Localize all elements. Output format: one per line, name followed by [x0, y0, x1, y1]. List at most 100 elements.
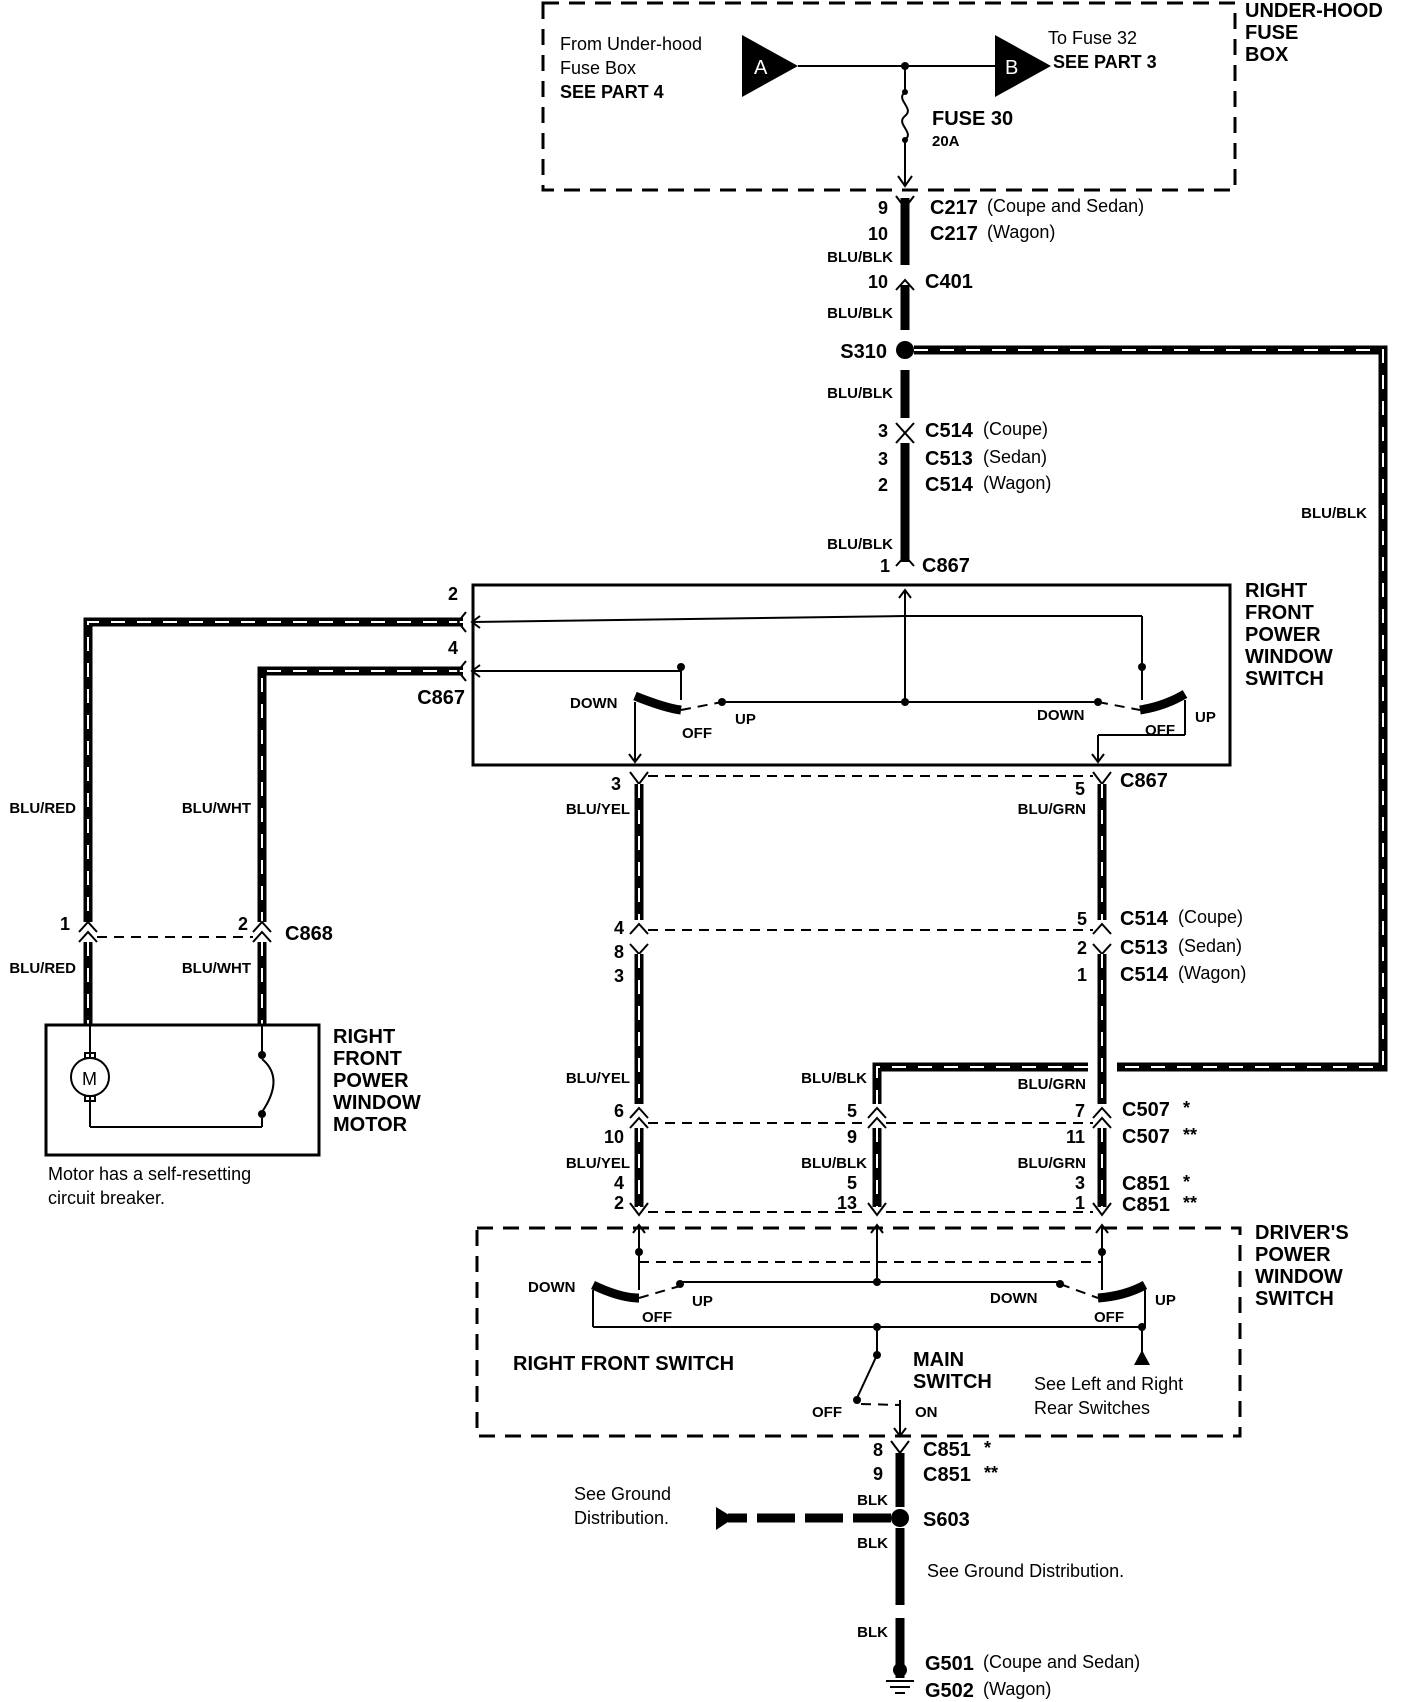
- see-rear-2: Rear Switches: [1034, 1398, 1150, 1418]
- rf-pin-4: 4: [448, 638, 458, 658]
- rf-up-left: UP: [735, 711, 756, 728]
- rf-conn-c867: C867: [417, 687, 465, 709]
- connector-a-icon: [742, 35, 798, 97]
- c401-pin: 10: [868, 272, 888, 292]
- wire-label: BLU/GRN: [1018, 801, 1086, 818]
- c507-pin: 7: [1075, 1101, 1085, 1121]
- fuse-rating: 20A: [932, 133, 960, 150]
- c507-pin: 5: [847, 1101, 857, 1121]
- wire-label: BLU/GRN: [1018, 1076, 1086, 1093]
- mid-pin: 8: [614, 942, 624, 962]
- s310-label: S310: [840, 341, 887, 363]
- rf-conn-bottom: C867: [1120, 770, 1168, 792]
- main-switch-off: OFF: [812, 1404, 842, 1421]
- c514-note: (Wagon): [983, 473, 1051, 493]
- underhood-title-3: BOX: [1245, 44, 1289, 66]
- mid-pin: 1: [1077, 965, 1087, 985]
- fuse-label: FUSE 30: [932, 108, 1013, 130]
- s603-splice: [891, 1509, 909, 1527]
- underhood-title-2: FUSE: [1245, 22, 1298, 44]
- g502-note: (Wagon): [983, 1679, 1051, 1699]
- rf-switch-title-1: RIGHT: [1245, 580, 1307, 602]
- c507b-pin: 11: [1066, 1127, 1085, 1147]
- c514-label: C514: [925, 474, 974, 496]
- see-ground-distribution: See Ground Distribution.: [927, 1561, 1124, 1581]
- rf-down-right: DOWN: [1037, 707, 1085, 724]
- from-label-1: From Under-hood: [560, 34, 702, 54]
- motor-box: [44, 1023, 321, 1157]
- c217a-pin: 9: [878, 198, 888, 218]
- g501-note: (Coupe and Sedan): [983, 1652, 1140, 1672]
- wire-label: BLK: [857, 1535, 888, 1552]
- mid-c513-note: (Sedan): [1178, 936, 1242, 956]
- driver-title-1: DRIVER'S: [1255, 1222, 1349, 1244]
- fuse-icon: [901, 91, 909, 141]
- drivers-switch-box: [475, 1226, 1242, 1438]
- c217b-note: (Wagon): [987, 222, 1055, 242]
- rear-switch-link-icon: [1134, 1350, 1150, 1365]
- c851-pin: 4: [614, 1173, 624, 1193]
- c507a-mark: *: [1183, 1098, 1190, 1118]
- driver-off-right: OFF: [1094, 1309, 1124, 1326]
- mid-pin: 5: [1077, 909, 1087, 929]
- c507-pin: 6: [614, 1101, 624, 1121]
- motor-title-4: WINDOW: [333, 1092, 421, 1114]
- mid-c513: C513: [1120, 937, 1168, 959]
- main-switch-label-1: MAIN: [913, 1349, 964, 1371]
- ground-arrow-icon: [716, 1507, 734, 1530]
- connector-b-icon: [995, 35, 1051, 97]
- rf-switch-title-5: SWITCH: [1245, 668, 1324, 690]
- motor-note-2: circuit breaker.: [48, 1188, 165, 1208]
- rf-pin-2: 2: [448, 584, 458, 604]
- c514-pin: 3: [878, 421, 888, 441]
- c513-pin: 3: [878, 449, 888, 469]
- c513-label: C513: [925, 448, 973, 470]
- see-ground-1: See Ground: [574, 1484, 671, 1504]
- wire-label: BLU/BLK: [827, 249, 893, 266]
- wire-label: BLU/RED: [9, 800, 76, 817]
- wire-label: BLU/BLK: [827, 305, 893, 322]
- c851b-pin: 13: [837, 1193, 857, 1213]
- c514-label: C514: [925, 420, 974, 442]
- wire-label: BLU/YEL: [566, 1070, 630, 1087]
- c851-pin: 5: [847, 1173, 857, 1193]
- connector-a-label: A: [754, 57, 768, 79]
- to-label-1: To Fuse 32: [1048, 28, 1137, 48]
- connector-b-label: B: [1005, 57, 1018, 79]
- c851b-pin: 2: [614, 1193, 624, 1213]
- motor-title-2: FRONT: [333, 1048, 402, 1070]
- c867-label: C867: [922, 555, 970, 577]
- wire-label: BLU/BLK: [801, 1070, 867, 1087]
- motor-m: M: [82, 1069, 97, 1089]
- rf-switch-lever-right[interactable]: [1139, 690, 1188, 715]
- to-label-2: SEE PART 3: [1053, 52, 1157, 72]
- from-label-2: Fuse Box: [560, 58, 636, 78]
- c851a-label: C851: [1122, 1173, 1170, 1195]
- c507a-label: C507: [1122, 1099, 1170, 1121]
- driver-switch-lever-left[interactable]: [591, 1280, 640, 1303]
- wire-label: BLK: [857, 1492, 888, 1509]
- c851b-mark: **: [1183, 1193, 1197, 1213]
- c217a-note: (Coupe and Sedan): [987, 196, 1144, 216]
- main-switch-lever[interactable]: [856, 1354, 878, 1399]
- rf-switch-title-4: WINDOW: [1245, 646, 1333, 668]
- driver-title-3: WINDOW: [1255, 1266, 1343, 1288]
- rf-pin-5: 5: [1075, 779, 1085, 799]
- rf-switch-lever-left[interactable]: [633, 691, 682, 715]
- motor-title-5: MOTOR: [333, 1114, 408, 1136]
- mid-c514-note: (Coupe): [1178, 907, 1243, 927]
- wire-label: BLU/YEL: [566, 801, 630, 818]
- c401-label: C401: [925, 271, 973, 293]
- driver-switch-lever-right[interactable]: [1097, 1281, 1148, 1303]
- mid-c514b: C514: [1120, 964, 1169, 986]
- underhood-title-1: UNDER-HOOD: [1245, 0, 1383, 22]
- c507b-pin: 10: [604, 1127, 624, 1147]
- mid-c514b-note: (Wagon): [1178, 963, 1246, 983]
- c217b-label: C217: [930, 223, 978, 245]
- wire-label: BLU/BLK: [827, 385, 893, 402]
- c513-note: (Sedan): [983, 447, 1047, 467]
- wire-label: BLU/RED: [9, 960, 76, 977]
- wire-label: BLU/YEL: [566, 1155, 630, 1172]
- ground-c851b-mark: **: [984, 1463, 998, 1483]
- wire-label: BLK: [857, 1624, 888, 1641]
